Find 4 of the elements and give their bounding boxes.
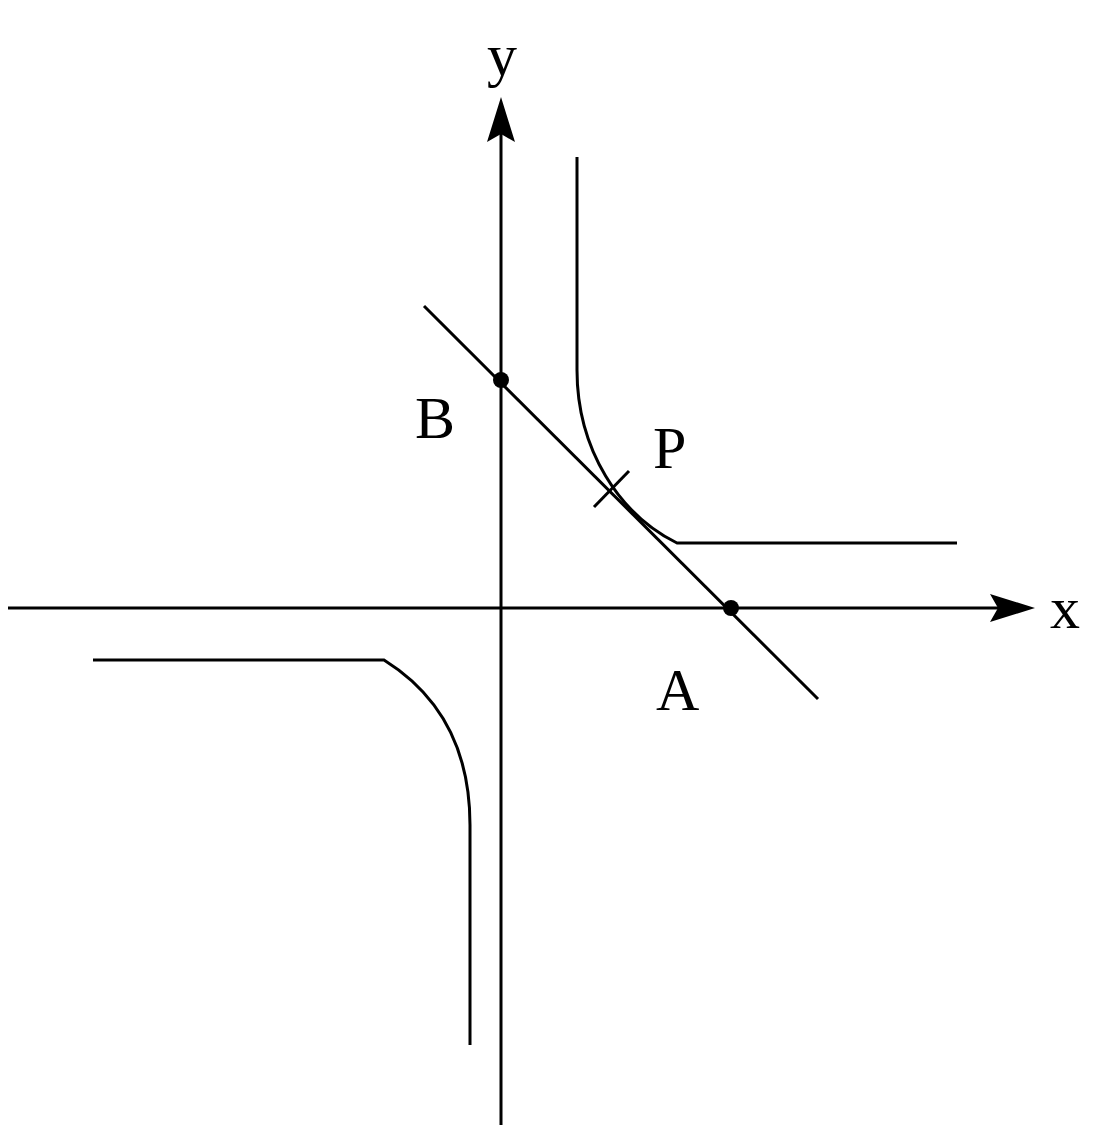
point-label: B bbox=[415, 388, 456, 448]
axis-label: x bbox=[1050, 578, 1080, 638]
point-label: A bbox=[656, 660, 700, 720]
point-label: P bbox=[653, 418, 687, 478]
